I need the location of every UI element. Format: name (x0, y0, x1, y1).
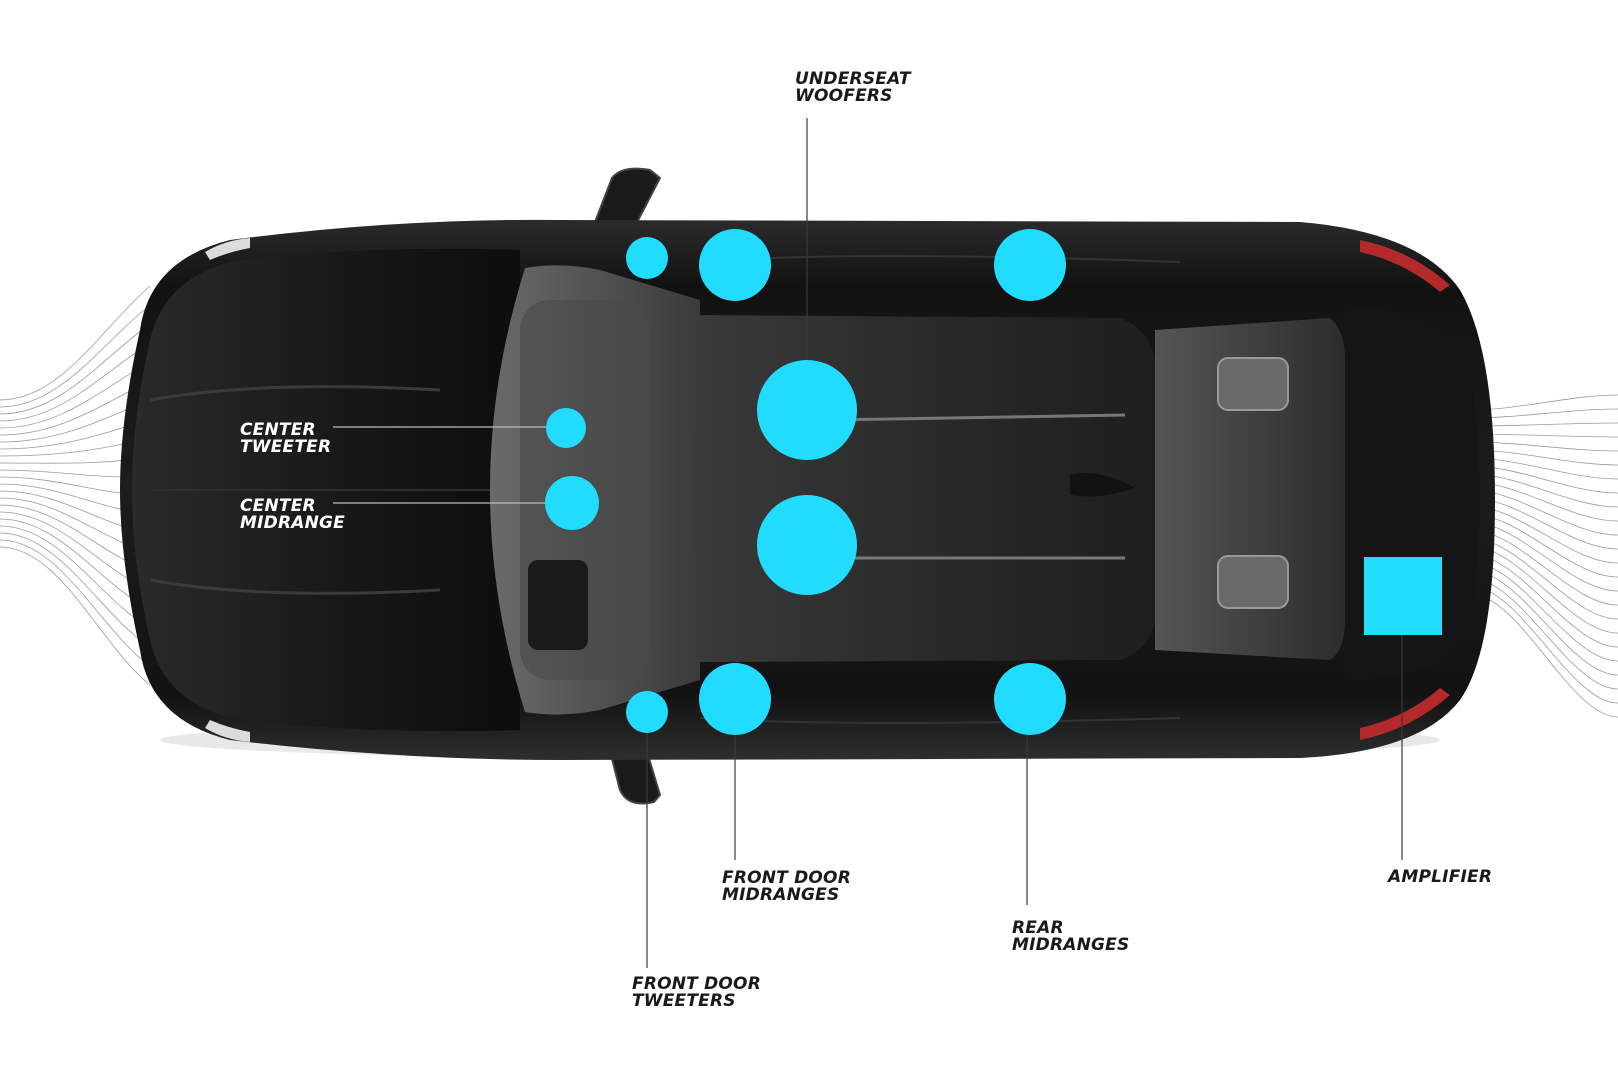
center-midrange (545, 476, 599, 530)
label-front-door-tweeters: FRONT DOOR TWEETERS (632, 976, 761, 1010)
airflow-line (0, 304, 151, 408)
airflow-line (1469, 585, 1618, 704)
mirror-top (588, 167, 662, 237)
label-line: FRONT DOOR (722, 868, 852, 888)
label-line: AMPLIFIER (1388, 867, 1493, 887)
label-line: TWEETERS (632, 991, 736, 1011)
label-line: WOOFERS (795, 86, 893, 106)
rear-midrange-right (994, 663, 1066, 735)
label-line: MIDRANGE (240, 513, 345, 533)
front-door-tweeter-right (626, 691, 668, 733)
label-line: TWEETER (240, 437, 332, 457)
label-center-tweeter: CENTER TWEETER (240, 422, 331, 456)
underseat-woofer-left (757, 360, 857, 460)
label-line: REAR (1012, 918, 1064, 938)
center-tweeter (546, 408, 586, 448)
label-line: CENTER (240, 496, 316, 516)
front-door-midrange-left (699, 229, 771, 301)
airflow-line (1469, 577, 1618, 690)
label-line: CENTER (240, 420, 316, 440)
amplifier-block (1364, 557, 1442, 635)
label-line: MIDRANGES (722, 885, 840, 905)
speaker-markers (545, 229, 1442, 735)
airflow-line (0, 546, 151, 686)
airflow-line (0, 525, 151, 629)
airflow-line (0, 323, 151, 415)
airflow-line (1469, 408, 1618, 419)
rear-window (1155, 318, 1345, 660)
label-line: MIDRANGES (1012, 935, 1130, 955)
label-center-midrange: CENTER MIDRANGE (240, 498, 345, 532)
front-door-tweeter-left (626, 237, 668, 279)
underseat-woofer-right (757, 495, 857, 595)
airflow-line (1469, 394, 1618, 411)
airflow-line (1469, 569, 1618, 676)
rear-midrange-left (994, 229, 1066, 301)
label-rear-midranges: REAR MIDRANGES (1012, 920, 1129, 954)
airflow-line (0, 532, 151, 648)
label-underseat-woofers: UNDERSEAT WOOFERS (795, 71, 911, 105)
airflow-line (0, 285, 151, 401)
label-amplifier: AMPLIFIER (1388, 869, 1492, 886)
airflow-line (0, 342, 151, 422)
airflow-line (1469, 593, 1618, 718)
front-door-midrange-right (699, 663, 771, 735)
airflow-line (0, 539, 151, 667)
label-line: FRONT DOOR (632, 974, 762, 994)
label-line: UNDERSEAT (795, 69, 911, 89)
label-front-door-midranges: FRONT DOOR MIDRANGES (722, 870, 851, 904)
